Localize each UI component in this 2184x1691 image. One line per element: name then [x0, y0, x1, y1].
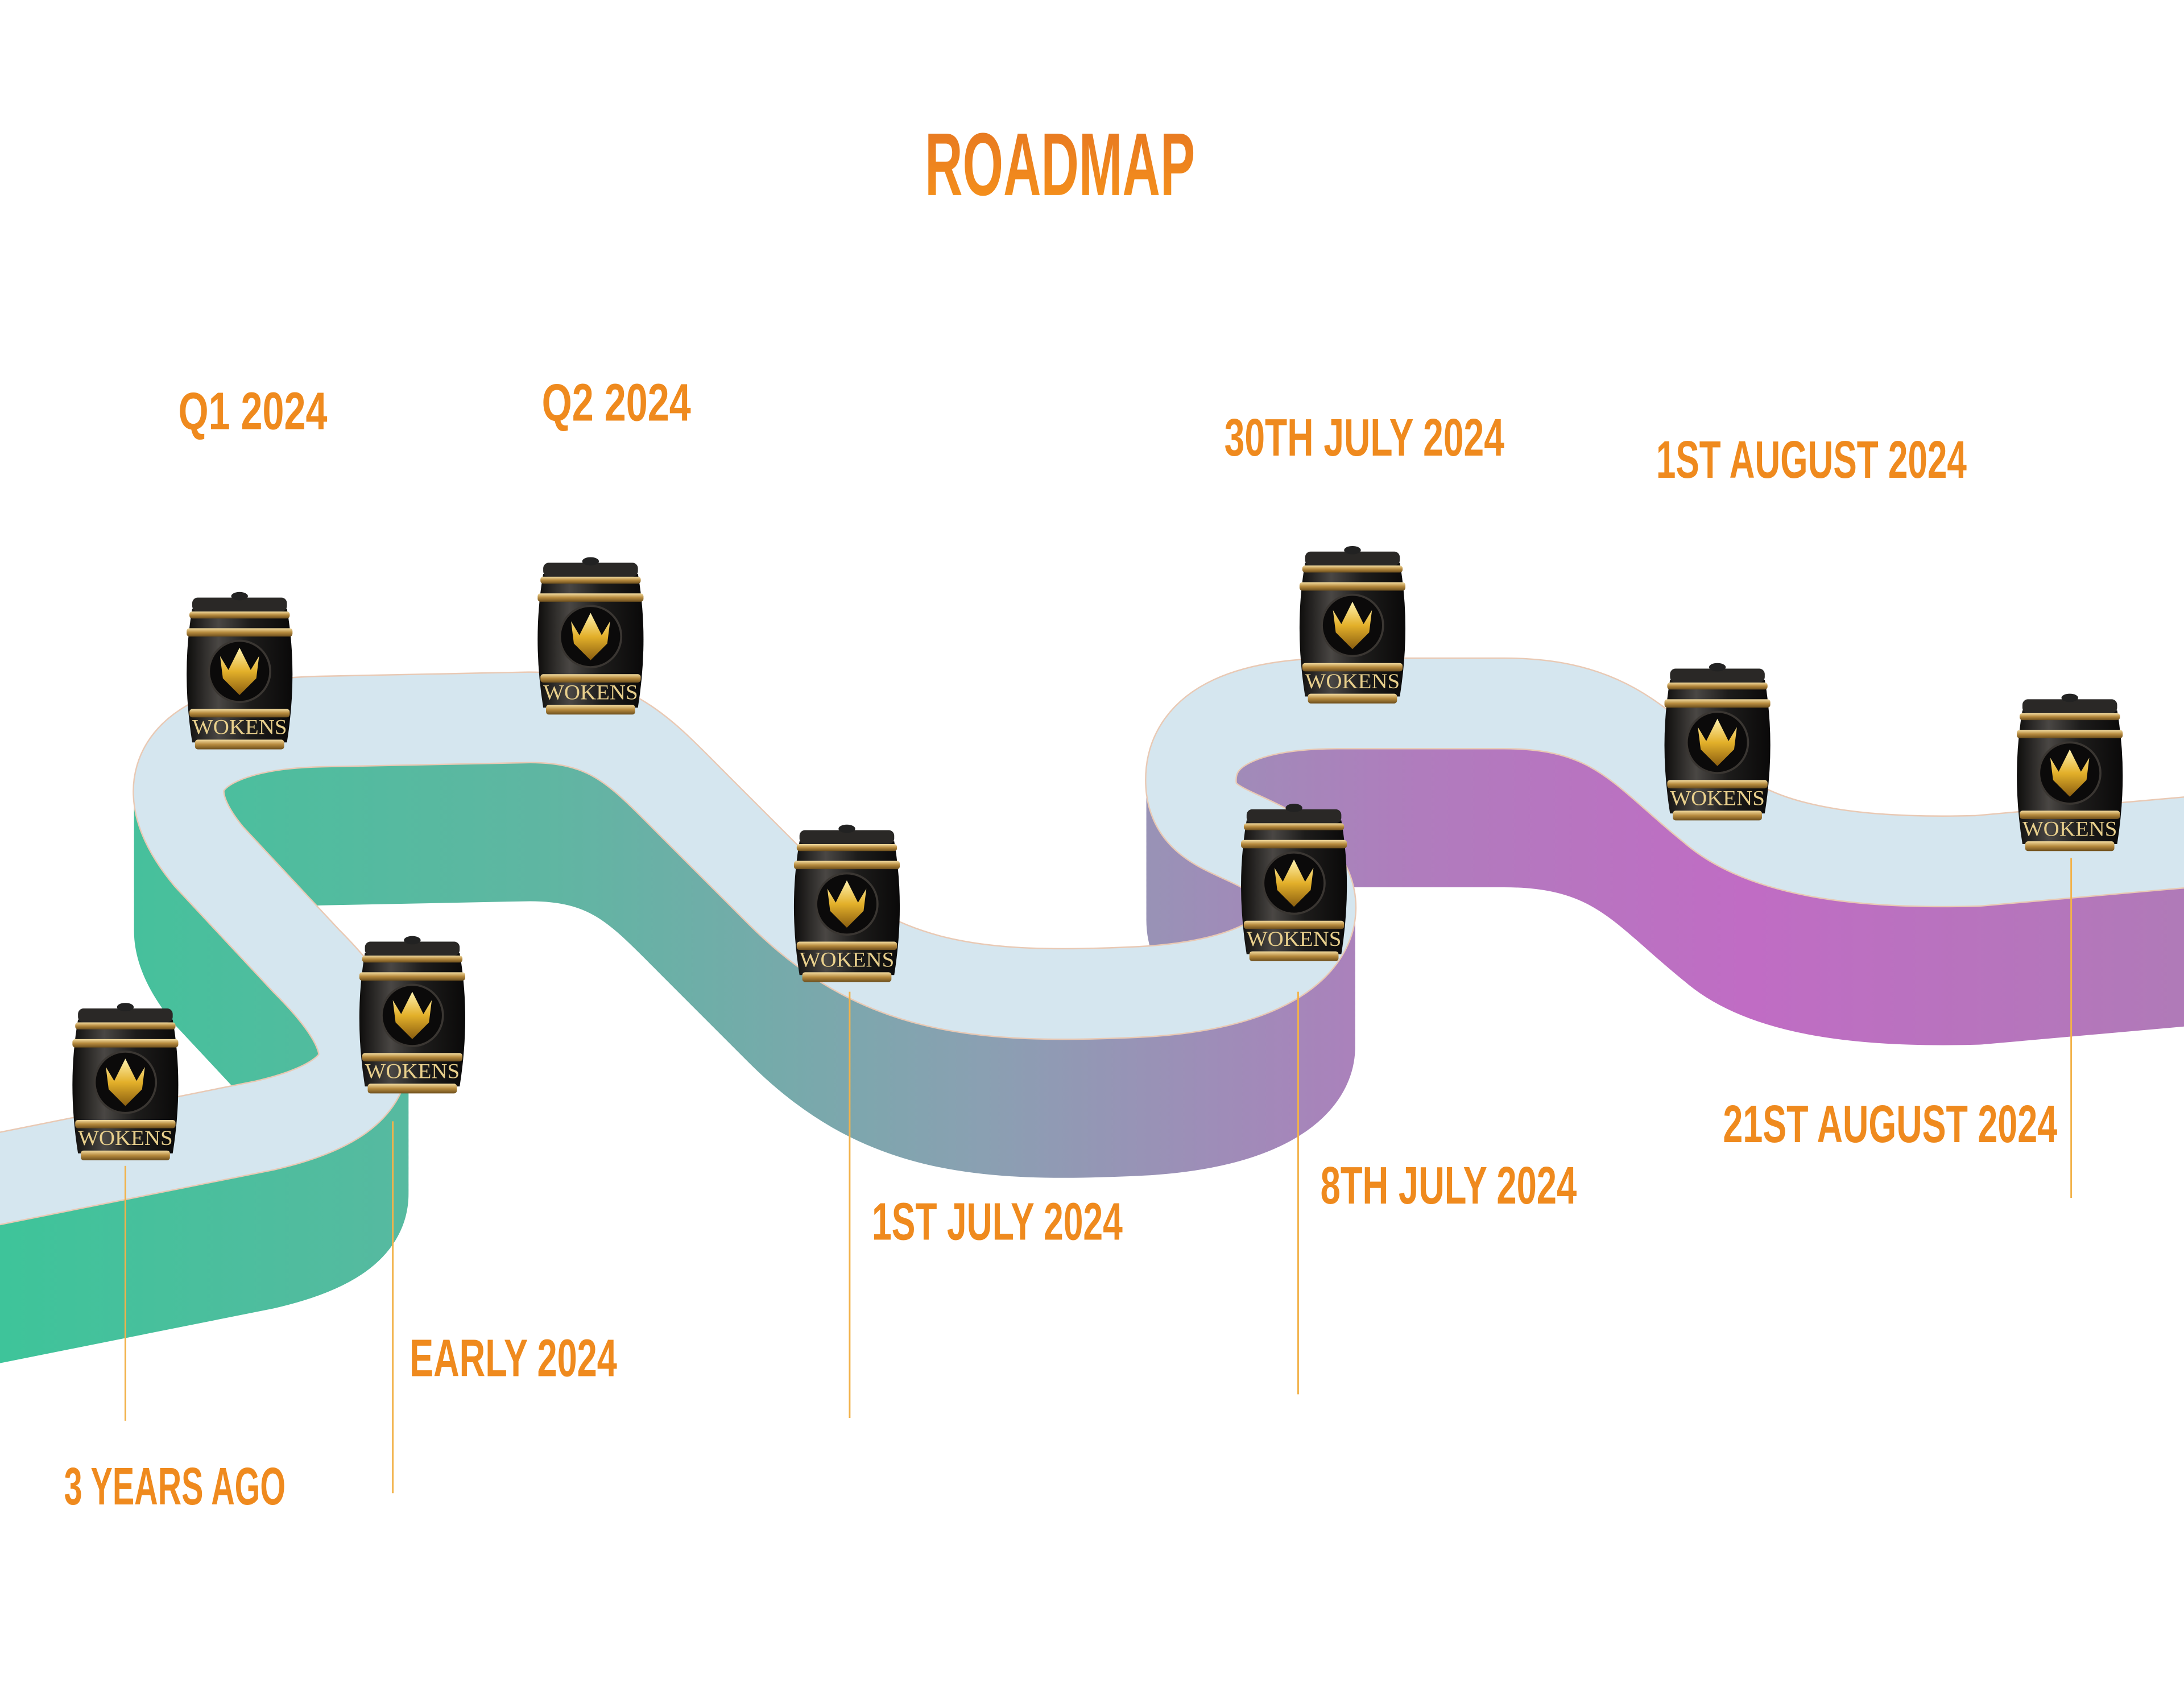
barrel-icon: WOKENS — [793, 824, 900, 982]
milestone-label: 3 YEARS AGO — [64, 1457, 286, 1516]
milestone-label: Q1 2024 — [178, 381, 327, 440]
barrel-brand-text: WOKENS — [2022, 817, 2117, 840]
crystal-emblem-icon — [392, 991, 432, 1039]
barrel-brand-text: WOKENS — [800, 948, 895, 971]
barrel-brand-text: WOKENS — [365, 1059, 460, 1082]
milestone-label: 21ST AUGUST 2024 — [1723, 1094, 2057, 1153]
leader-lines — [124, 858, 2073, 1494]
barrel-brand-text: WOKENS — [1305, 669, 1400, 693]
road-surface — [0, 659, 2184, 1224]
crystal-emblem-icon — [827, 880, 867, 928]
crystal-emblem-icon — [2050, 749, 2090, 797]
milestone-label: 1ST JULY 2024 — [872, 1192, 1123, 1251]
barrel-icon: WOKENS — [1299, 545, 1406, 704]
crystal-emblem-icon — [571, 613, 610, 660]
barrel-icon: WOKENS — [537, 557, 644, 715]
barrel-markers: WOKENS WOKENS WOKENS WOKENS WOKENS WOKENS WOKE… — [72, 545, 2123, 1160]
barrel-brand-text: WOKENS — [192, 716, 287, 739]
barrel-brand-text: WOKENS — [1670, 786, 1765, 809]
milestone-label: 8TH JULY 2024 — [1321, 1156, 1577, 1215]
crystal-emblem-icon — [106, 1059, 145, 1106]
page-title: ROADMAP — [925, 115, 1195, 214]
crystal-emblem-icon — [1698, 718, 1737, 766]
barrel-brand-text: WOKENS — [1247, 927, 1342, 950]
crystal-emblem-icon — [1333, 601, 1372, 650]
road-path — [0, 657, 2184, 1363]
barrel-icon: WOKENS — [1664, 663, 1771, 821]
milestone-label: EARLY 2024 — [410, 1329, 617, 1388]
crystal-emblem-icon — [220, 647, 259, 696]
barrel-icon: WOKENS — [359, 936, 465, 1094]
barrel-icon: WOKENS — [1241, 804, 1347, 961]
barrel-icon: WOKENS — [187, 592, 293, 750]
milestone-label: 1ST AUGUST 2024 — [1656, 430, 1967, 489]
crystal-emblem-icon — [1274, 859, 1314, 907]
barrel-brand-text: WOKENS — [78, 1126, 173, 1150]
barrel-icon: WOKENS — [2017, 693, 2123, 851]
barrel-icon: WOKENS — [72, 1003, 179, 1160]
milestone-label: Q2 2024 — [542, 373, 691, 432]
milestone-label: 30TH JULY 2024 — [1225, 408, 1504, 467]
barrel-brand-text: WOKENS — [543, 680, 638, 704]
